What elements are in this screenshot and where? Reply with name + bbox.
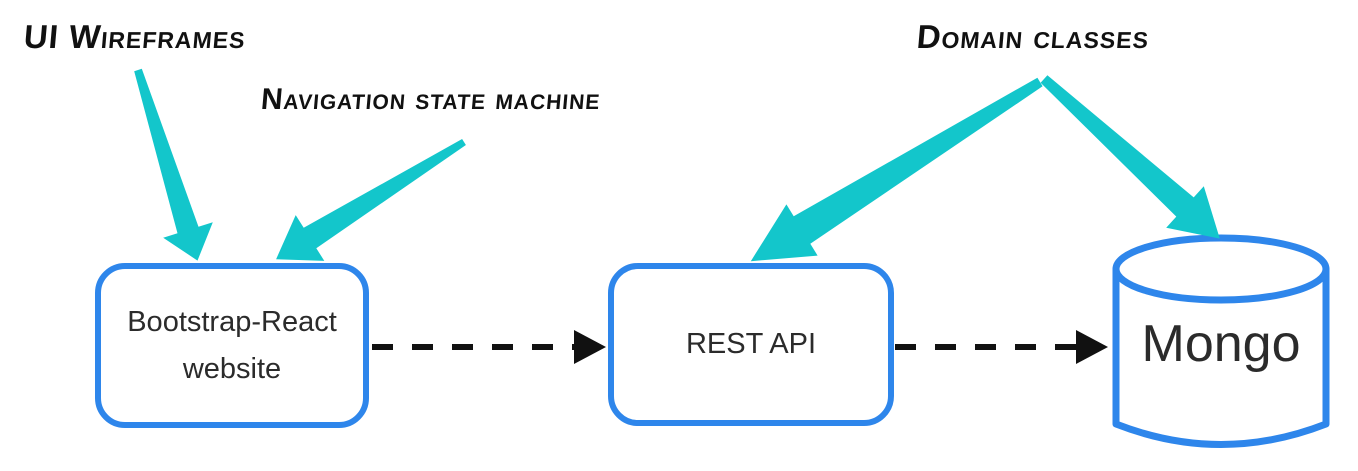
node-website: Bootstrap-React website [95, 263, 369, 428]
annotation-arrow-domain-classes-right [1040, 75, 1220, 239]
node-website-label: Bootstrap-React website [127, 306, 337, 385]
flow-arrow-restapi-to-mongo [895, 330, 1108, 364]
node-mongo-label: Mongo [1141, 315, 1301, 373]
annotation-label-domain-classes: Domain classes [915, 18, 1151, 55]
arrowhead-icon [1076, 330, 1108, 364]
flow-arrow-website-to-restapi [372, 330, 606, 364]
annotation-label-navigation-state-machine: Navigation state machine [259, 83, 603, 116]
annotation-label-ui-wireframes: UI Wireframes [22, 18, 248, 55]
node-rest-api-label: REST API [685, 328, 817, 361]
annotation-arrow-domain-classes-left [750, 77, 1043, 262]
annotation-arrow-ui-wireframes [134, 68, 213, 261]
arrowhead-icon [574, 330, 606, 364]
annotation-arrow-navigation-state-machine [276, 139, 466, 261]
node-rest-api: REST API [608, 263, 894, 426]
